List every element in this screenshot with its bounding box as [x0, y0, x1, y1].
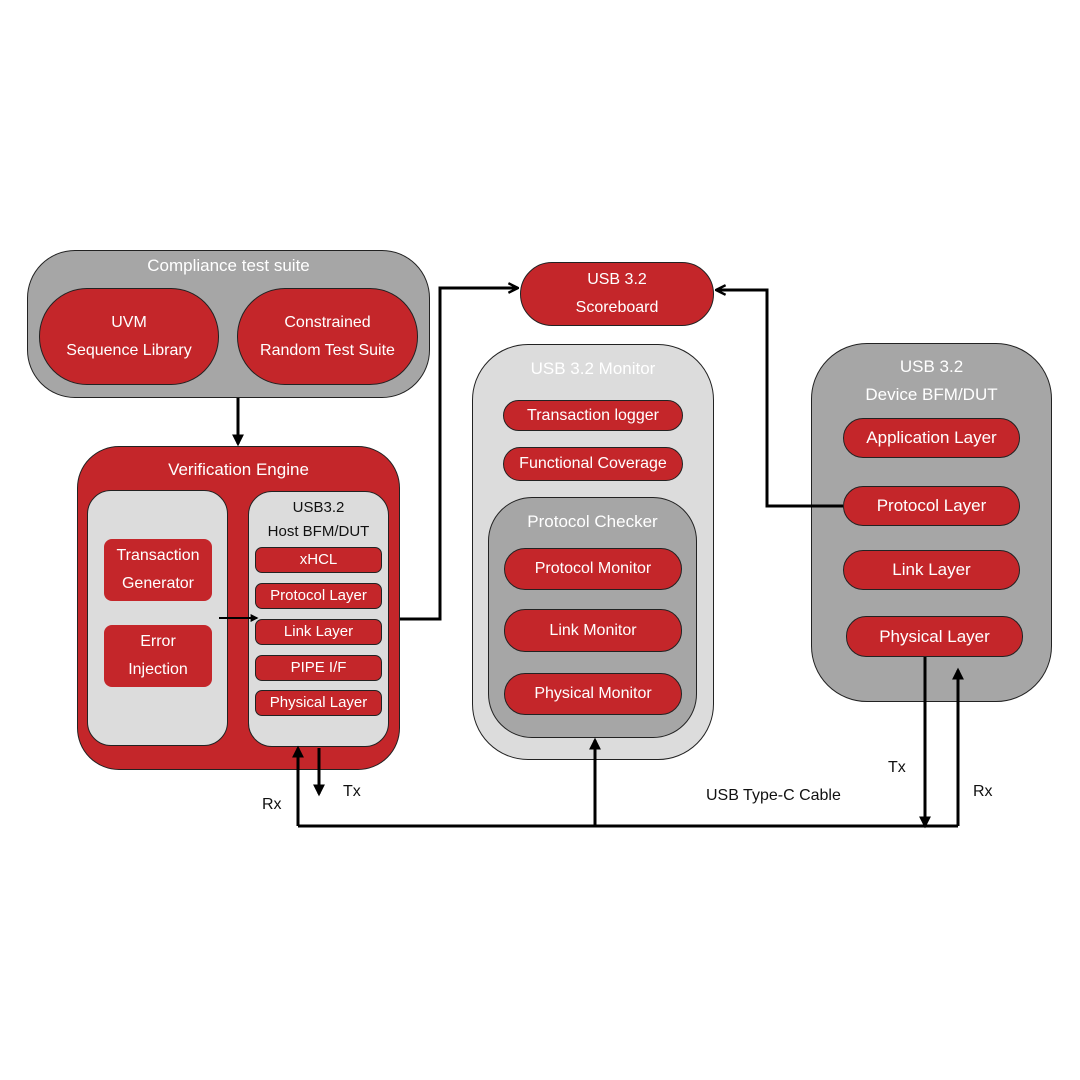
crts-line2: Random Test Suite	[260, 341, 395, 359]
device-title-1: USB 3.2	[899, 357, 964, 376]
device-title-2: Device BFM/DUT	[865, 385, 998, 404]
txgen-line1: Transaction	[116, 547, 200, 564]
monitor-title: USB 3.2 Monitor	[530, 359, 656, 378]
host-title-2: Host BFM/DUT	[267, 523, 370, 540]
generator-panel	[87, 490, 228, 746]
physical-monitor: Physical Monitor	[504, 673, 682, 715]
engine-title: Verification Engine	[168, 460, 309, 479]
uvm-line1: UVM	[111, 313, 147, 331]
compliance-title: Compliance test suite	[147, 256, 310, 275]
host-xhcl: xHCL	[255, 547, 382, 573]
host-protocol-layer: Protocol Layer	[255, 583, 382, 609]
err-line2: Injection	[128, 661, 188, 678]
uvm-line2: Sequence Library	[66, 341, 192, 359]
transaction-logger: Transaction logger	[503, 400, 683, 431]
cable-label: USB Type-C Cable	[706, 787, 841, 804]
checker-title: Protocol Checker	[527, 512, 658, 531]
device-link-layer: Link Layer	[843, 550, 1020, 590]
txgen-line2: Generator	[121, 575, 195, 592]
device-rx-label: Rx	[973, 783, 993, 800]
host-rx-label: Rx	[262, 796, 282, 813]
functional-coverage: Functional Coverage	[503, 447, 683, 481]
err-line1: Error	[140, 633, 176, 650]
crts-line1: Constrained	[284, 313, 371, 331]
device-tx-label: Tx	[888, 759, 906, 776]
host-tx-label: Tx	[343, 783, 361, 800]
host-physical-layer: Physical Layer	[255, 690, 382, 716]
host-title-1: USB3.2	[292, 499, 345, 516]
host-link-layer: Link Layer	[255, 619, 382, 645]
scoreboard-line1: USB 3.2	[587, 271, 647, 288]
link-monitor: Link Monitor	[504, 609, 682, 652]
device-protocol-layer: Protocol Layer	[843, 486, 1020, 526]
protocol-monitor: Protocol Monitor	[504, 548, 682, 590]
scoreboard-line2: Scoreboard	[575, 299, 659, 316]
device-physical-layer: Physical Layer	[846, 616, 1023, 657]
device-application-layer: Application Layer	[843, 418, 1020, 458]
host-pipe-if: PIPE I/F	[255, 655, 382, 681]
uvm-sequence-library: UVM Sequence Library	[39, 288, 219, 385]
